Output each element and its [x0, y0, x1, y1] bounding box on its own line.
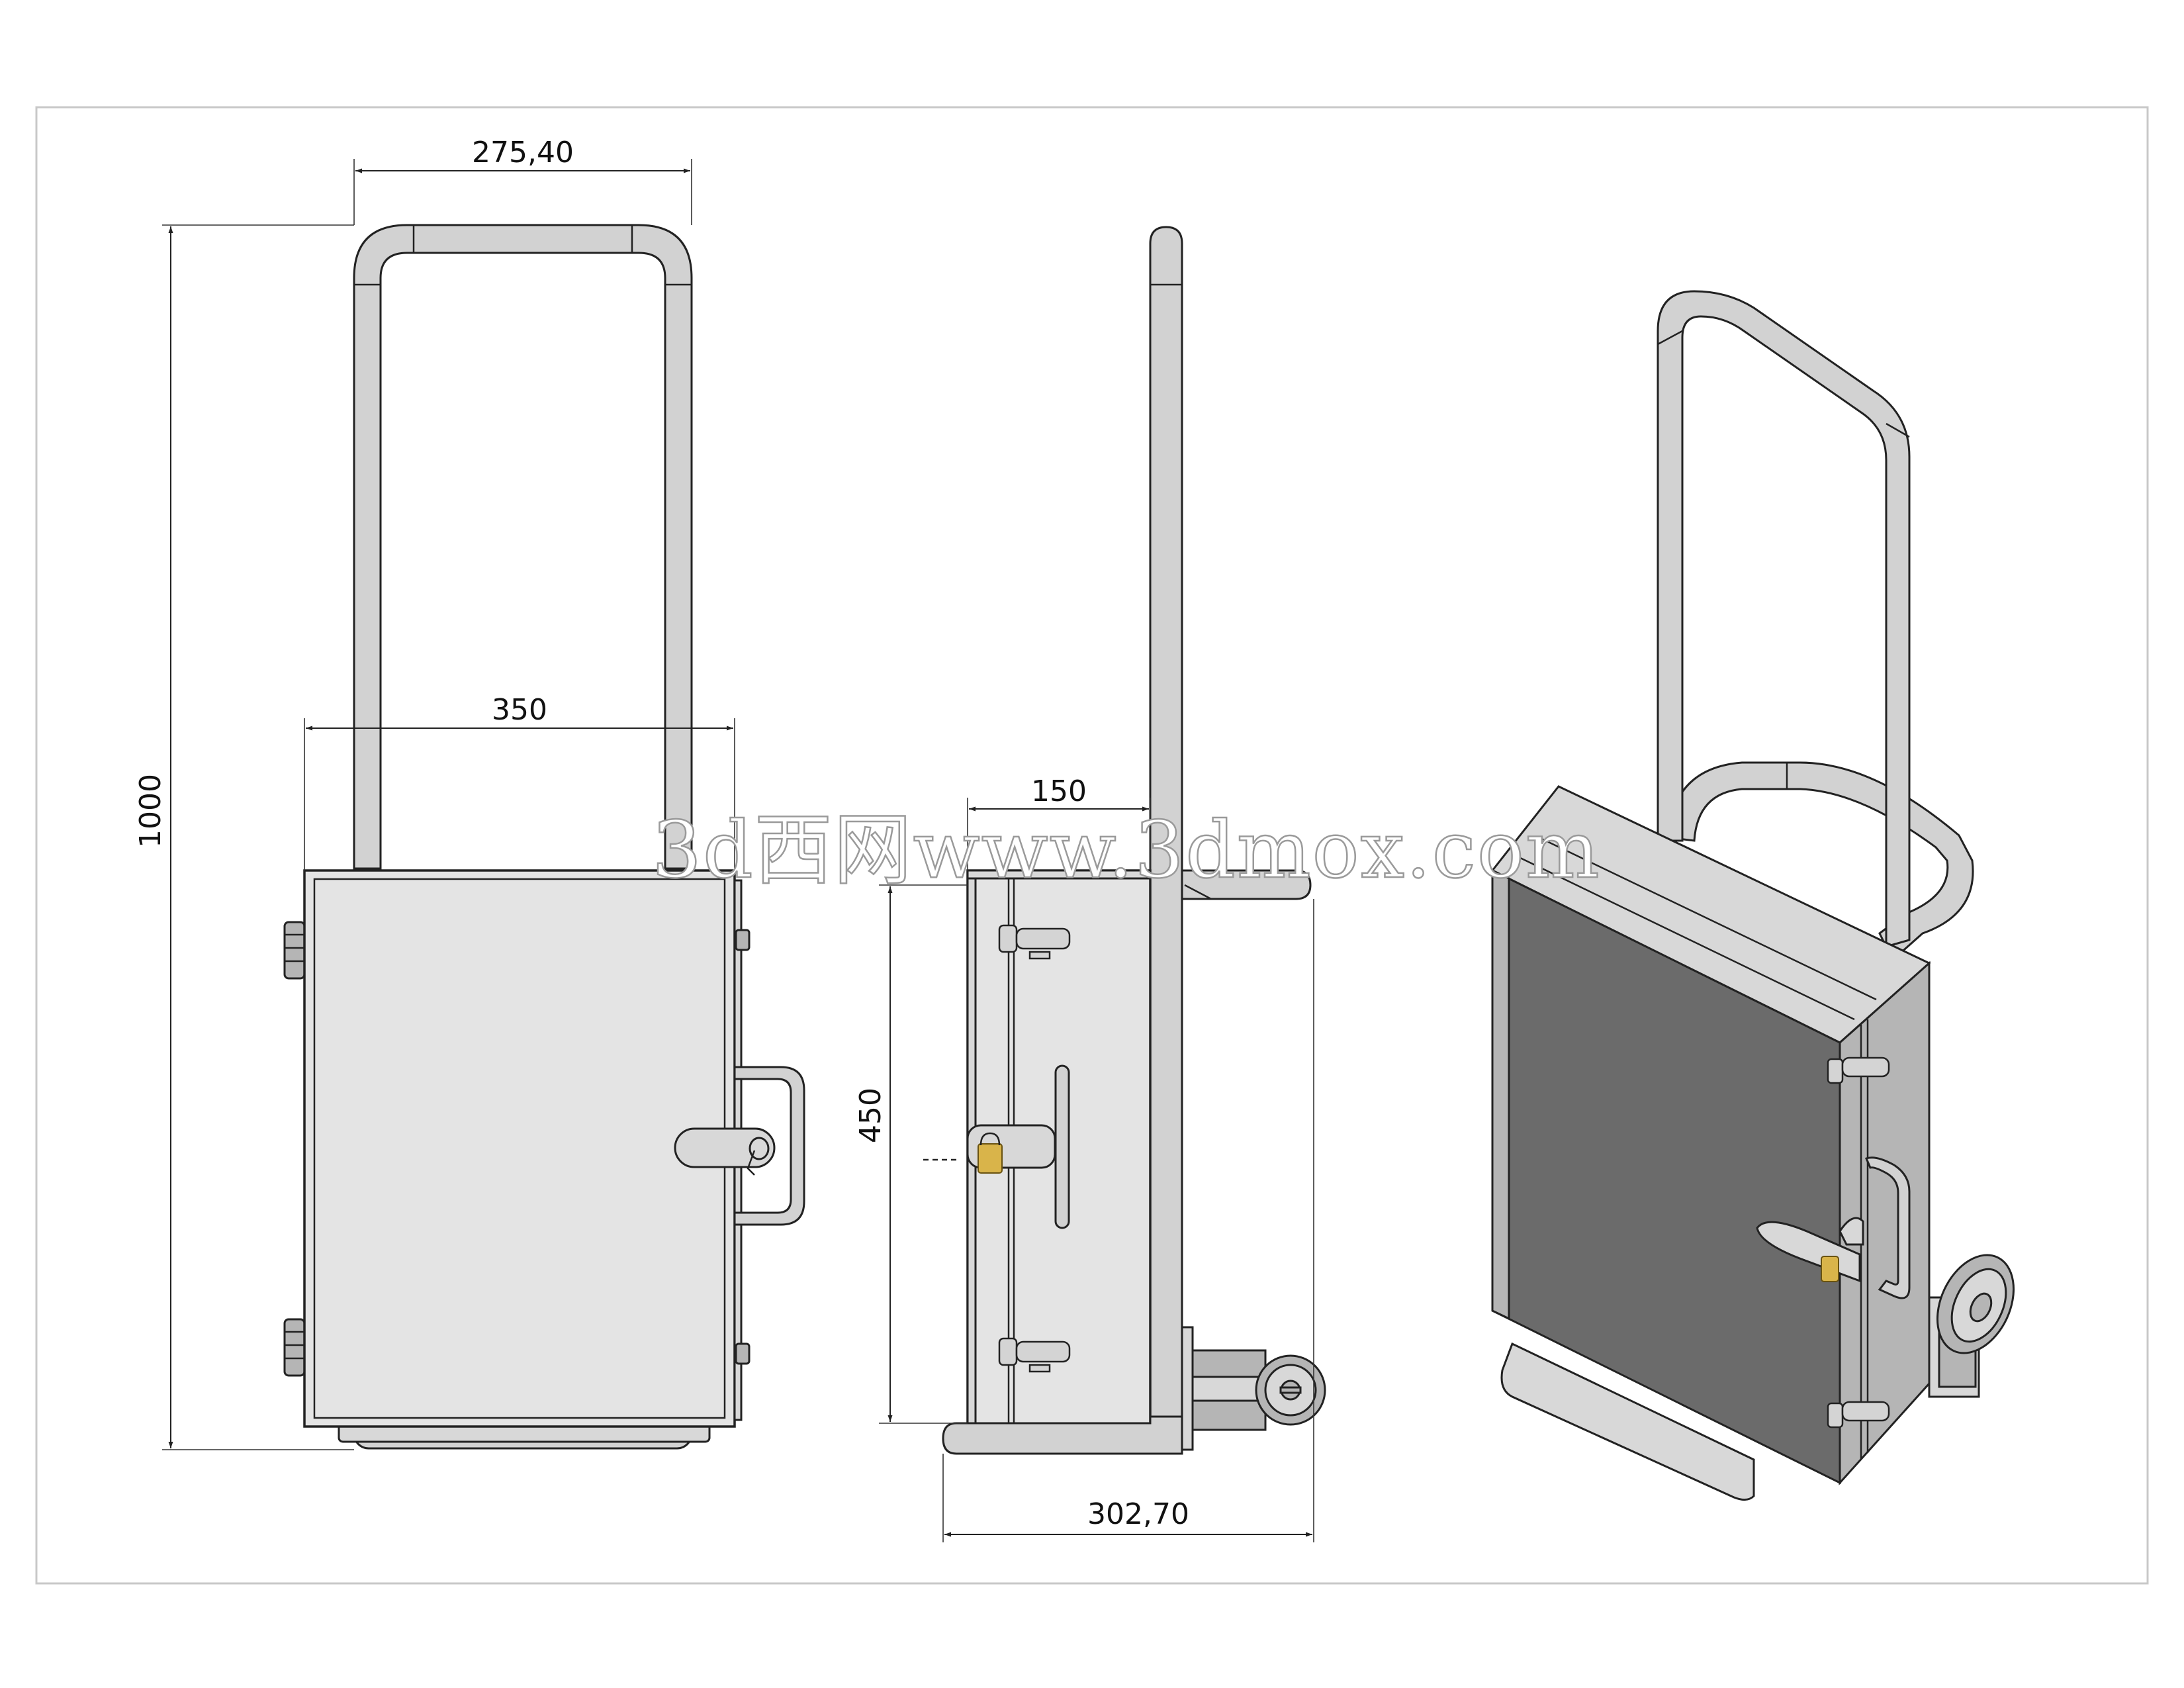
dimension-handle-width-label: 275,40	[472, 136, 574, 169]
iso-latch-bottom	[1827, 1401, 1890, 1429]
side-carry-handle	[1054, 1064, 1070, 1229]
side-latch-bottom	[998, 1337, 1071, 1373]
side-bottom-foot	[942, 1415, 1183, 1455]
side-handle-tube	[1149, 226, 1183, 1418]
front-hinge-top	[283, 921, 306, 980]
drawing-frame	[35, 106, 2149, 1585]
iso-padlock-icon	[1821, 1256, 1839, 1282]
side-top-hook	[1181, 869, 1312, 900]
dimension-side-depth: 150	[967, 774, 1151, 870]
iso-bottom-skid	[1500, 1342, 1755, 1501]
side-wheel-assembly	[1181, 1326, 1326, 1451]
dimension-side-overall-depth: 302,70	[942, 899, 1314, 1542]
side-view	[923, 226, 1326, 1455]
dimension-box-width-label: 350	[492, 693, 547, 727]
dimension-side-height: 450	[854, 884, 968, 1424]
isometric-view	[1490, 290, 2015, 1501]
padlock-icon	[978, 1143, 1003, 1174]
dimension-overall-height: 1000	[134, 224, 354, 1450]
dimension-box-width: 350	[304, 693, 735, 870]
front-box-door	[303, 869, 736, 1428]
front-hasp-plate	[674, 1127, 776, 1168]
dimension-side-overall-depth-label: 302,70	[1087, 1497, 1189, 1531]
front-handle-tube	[353, 224, 693, 870]
iso-main-handle	[1657, 290, 1911, 948]
dimension-side-depth-label: 150	[1031, 774, 1087, 808]
watermark-text: 3d西网www.3dmox.com	[652, 804, 1601, 896]
dimension-overall-height-label: 1000	[134, 774, 167, 848]
front-hinge-bottom	[283, 1318, 306, 1377]
iso-side-handle	[1864, 1156, 1911, 1299]
dimension-handle-width: 275,40	[353, 136, 692, 225]
front-view	[283, 224, 805, 1450]
iso-wheel-assembly	[1928, 1254, 2015, 1398]
side-latch-top	[998, 924, 1071, 960]
iso-latch-top	[1827, 1056, 1890, 1084]
front-side-handle	[733, 1066, 805, 1226]
dimension-side-height-label: 450	[854, 1088, 887, 1143]
